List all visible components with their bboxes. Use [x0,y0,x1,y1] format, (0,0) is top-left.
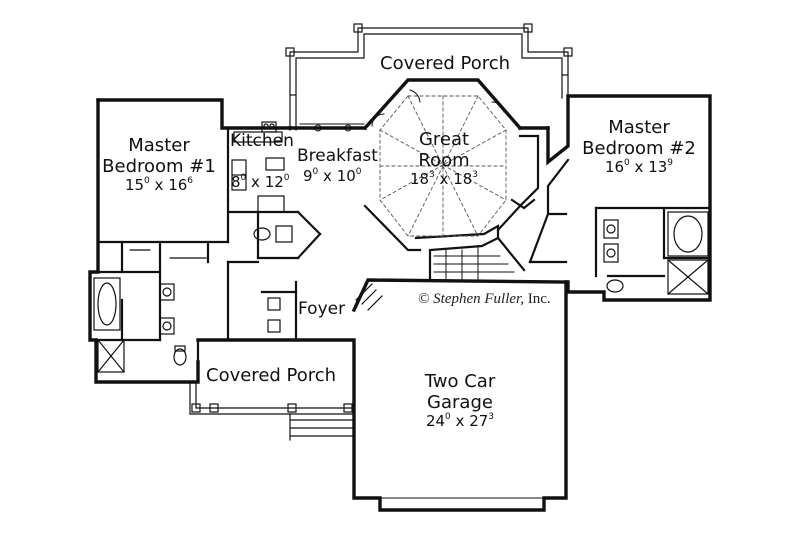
garage-name-line1: Two Car [424,371,496,392]
master-bedroom-1-dimensions: 150 x 166 [124,176,194,195]
master-bedroom-1-label: Master Bedroom #1 150 x 166 [100,135,218,195]
great-room-label: Great Room 183 x 183 [404,129,484,189]
breakfast-dimensions: 90 x 100 [303,167,362,185]
foyer-label: Foyer [298,299,346,319]
kitchen-dimensions: 80 x 120 [231,173,290,191]
interior-walls [88,126,712,384]
top-porch-railing [285,23,573,131]
garage-dimensions: 240 x 273 [425,412,495,431]
master-bedroom-2-dimensions: 160 x 139 [604,158,674,177]
fixtures [93,121,709,373]
front-porch-railing [189,381,355,441]
garage-label: Two Car Garage 240 x 273 [410,371,510,431]
garage-entry-stair [355,283,383,311]
great-room-ceiling-lines [379,95,507,237]
great-room-name-line2: Room [418,149,470,171]
kitchen-label: Kitchen [230,131,294,151]
master-bedroom-2-name-line1: Master [608,117,670,138]
porch-windows [299,89,505,132]
covered-porch-front-label: Covered Porch [206,365,337,386]
copyright-notice: © Stephen Fuller, Inc. [418,291,551,308]
master-bedroom-2-name-line2: Bedroom #2 [582,137,696,159]
stair-treads [433,247,515,281]
copyright-symbol: © [418,291,430,307]
breakfast-label: Breakfast [297,146,378,166]
covered-porch-top-label: Covered Porch [380,53,511,74]
master-bedroom-1-name-line2: Bedroom #1 [102,155,216,177]
copyright-suffix: Inc. [527,291,551,307]
copyright-name: Stephen Fuller, [433,291,524,307]
master-bedroom-2-label: Master Bedroom #2 160 x 139 [580,117,698,177]
great-room-dimensions: 183 x 183 [409,170,479,189]
great-room-name-line1: Great [418,129,470,150]
garage-name-line2: Garage [427,391,493,413]
master-bedroom-1-name-line1: Master [128,135,190,156]
